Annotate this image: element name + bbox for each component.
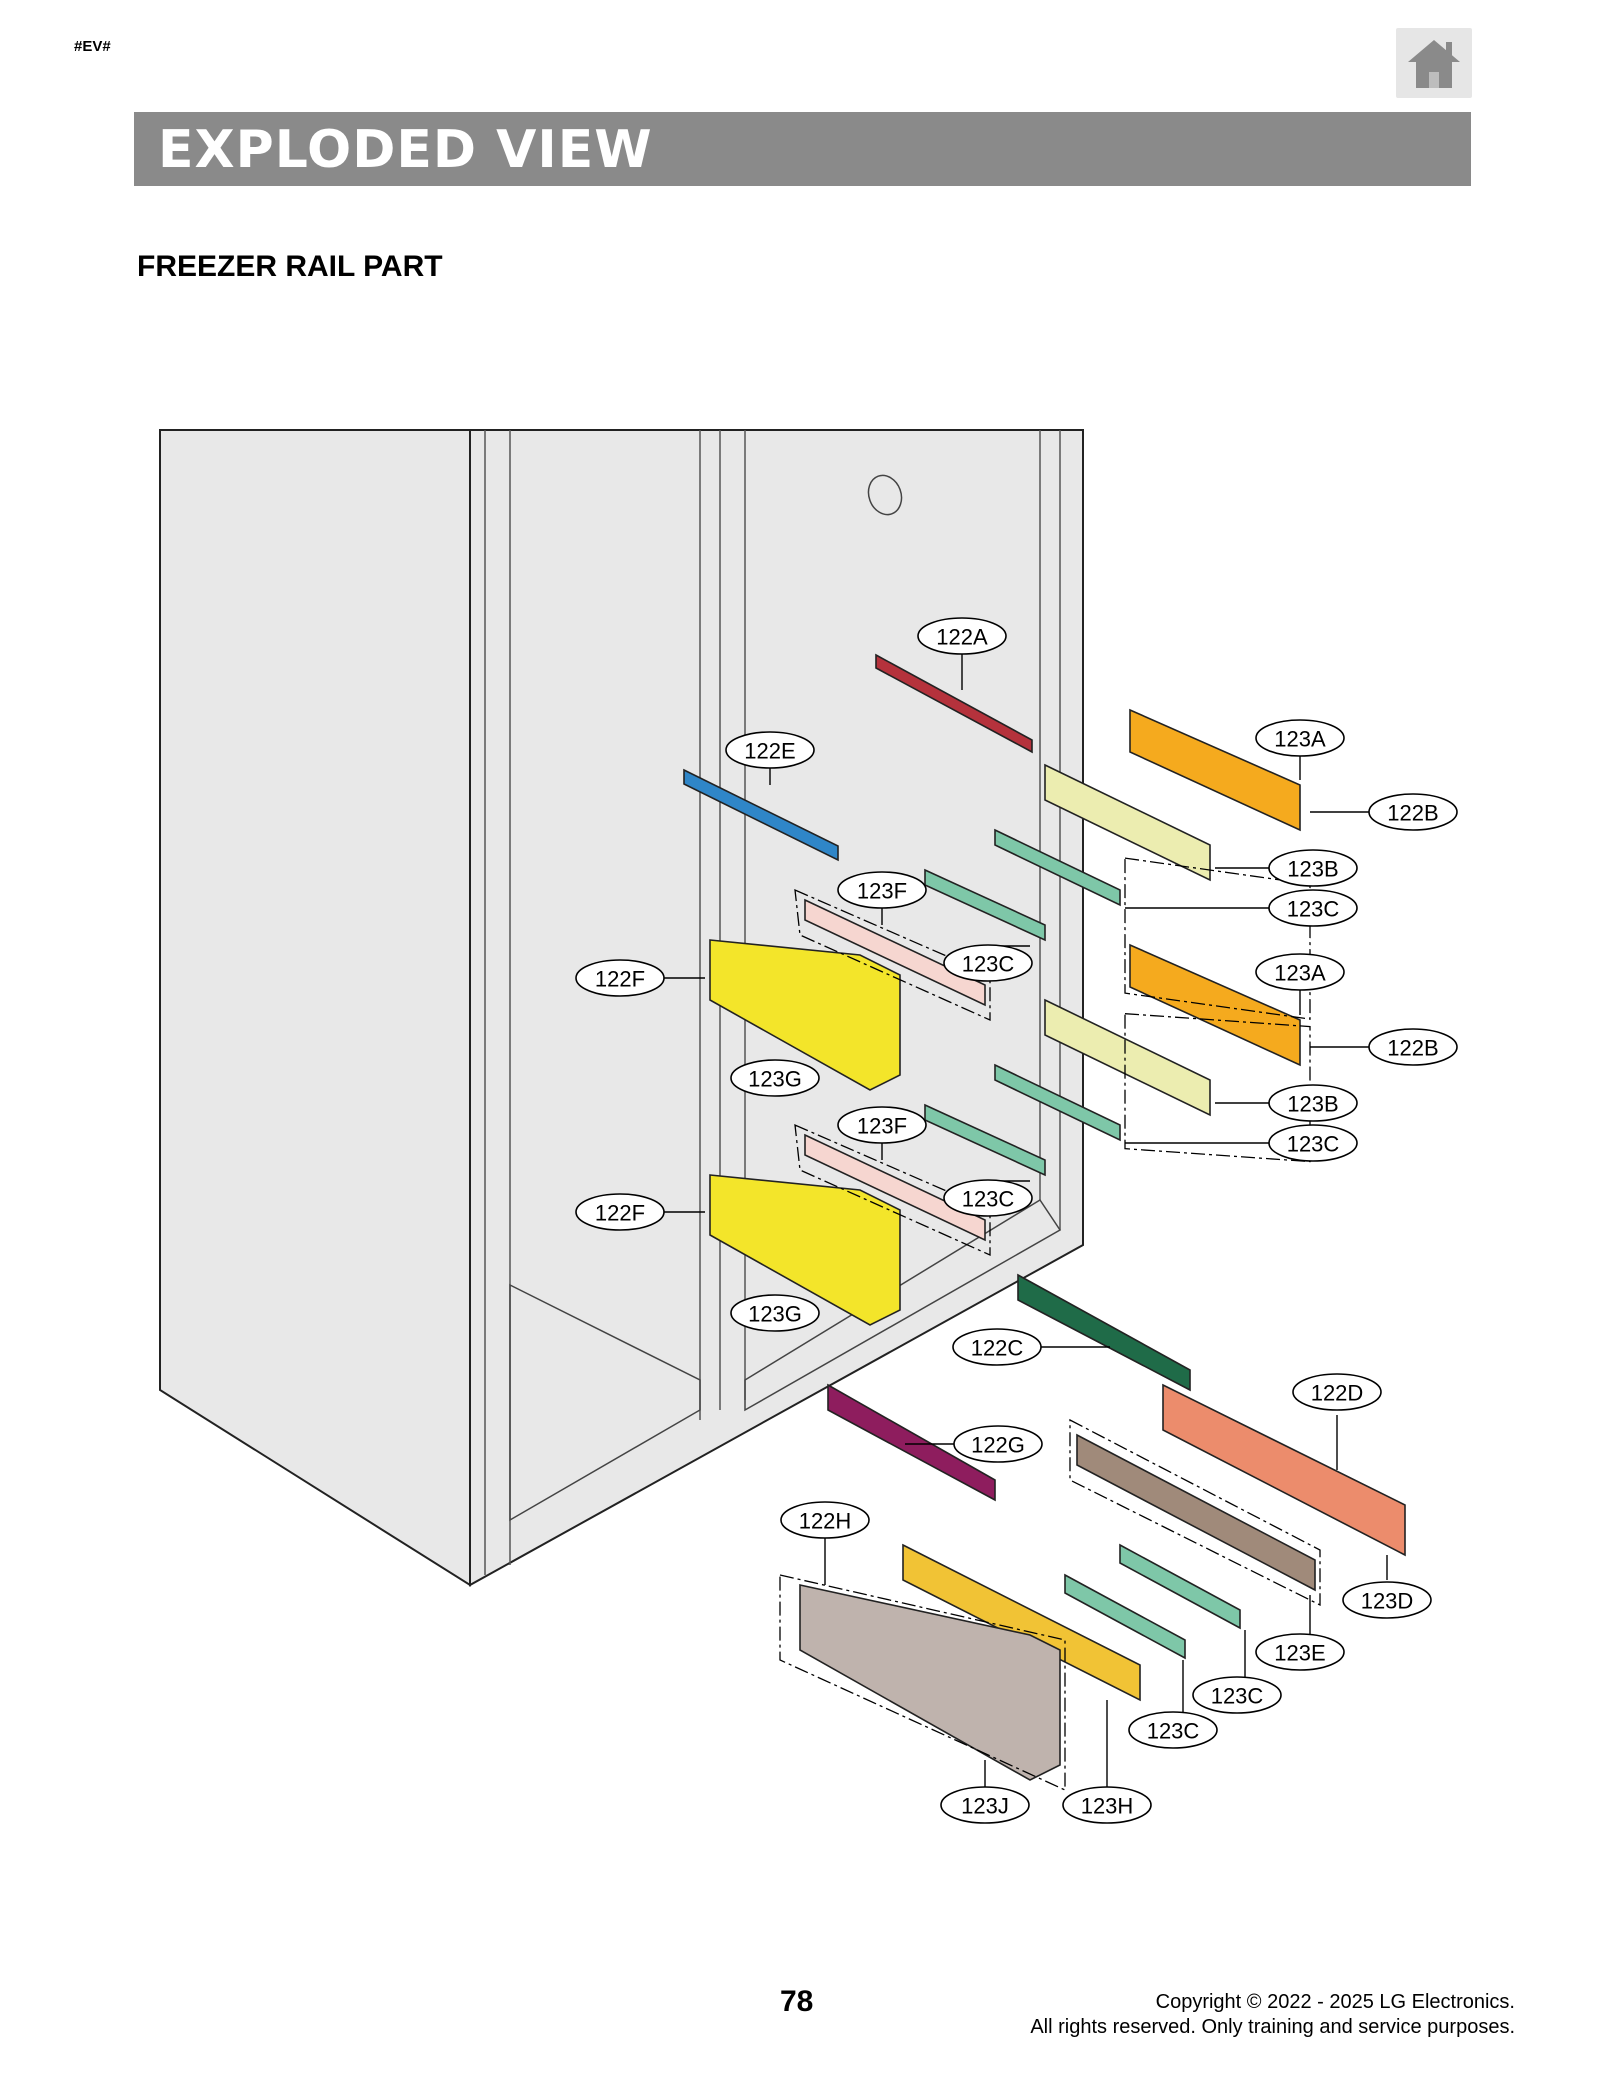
callout-123B-upper: 123B <box>1268 849 1358 887</box>
part-122H <box>799 1584 1061 1781</box>
callout-122D: 122D <box>1292 1373 1382 1411</box>
part-122D <box>1162 1383 1406 1557</box>
part-122E <box>683 768 839 862</box>
svg-text:122F: 122F <box>595 967 645 992</box>
home-button[interactable] <box>1396 28 1472 98</box>
document-tag: #EV# <box>74 38 111 55</box>
part-122F-upper <box>709 939 901 1091</box>
part-123A-lower <box>1129 943 1301 1067</box>
svg-text:122A: 122A <box>936 625 988 650</box>
svg-text:123C: 123C <box>962 952 1015 977</box>
callout-123C-3: 123C <box>1268 1124 1358 1162</box>
part-122B-lower <box>1044 998 1211 1117</box>
part-123C-a <box>994 828 1121 907</box>
svg-text:123C: 123C <box>962 1187 1015 1212</box>
copyright-line-2: All rights reserved. Only training and s… <box>1030 2016 1515 2038</box>
callout-123E: 123E <box>1255 1633 1345 1671</box>
part-122G <box>827 1383 996 1502</box>
svg-text:122B: 122B <box>1387 1036 1438 1061</box>
copyright-notice: Copyright © 2022 - 2025 LG Electronics. … <box>1030 1990 1515 2040</box>
callout-122G: 122G <box>953 1425 1043 1463</box>
part-122B-upper <box>1044 763 1211 882</box>
callout-123C-2: 123C <box>943 944 1033 982</box>
callout-123D: 123D <box>1342 1581 1432 1619</box>
callout-123A-lower: 123A <box>1255 953 1345 991</box>
part-123C-b <box>924 868 1046 942</box>
svg-text:123B: 123B <box>1287 1092 1338 1117</box>
home-icon <box>1408 40 1460 88</box>
svg-text:122B: 122B <box>1387 801 1438 826</box>
refrigerator-cabinet <box>159 429 1084 1587</box>
part-122C <box>1017 1273 1191 1392</box>
svg-text:123E: 123E <box>1274 1641 1325 1666</box>
page-subtitle: FREEZER RAIL PART <box>137 250 443 283</box>
callout-123F-lower: 123F <box>837 1106 927 1144</box>
copyright-line-1: Copyright © 2022 - 2025 LG Electronics. <box>1155 1991 1515 2013</box>
svg-text:123C: 123C <box>1147 1719 1200 1744</box>
banner-title: EXPLODED VIEW <box>158 120 653 180</box>
svg-text:122C: 122C <box>971 1336 1024 1361</box>
callout-122F-lower: 122F <box>575 1193 665 1231</box>
svg-text:123H: 123H <box>1081 1794 1134 1819</box>
svg-text:123A: 123A <box>1274 727 1326 752</box>
callout-123G-upper: 123G <box>730 1059 820 1097</box>
svg-text:123C: 123C <box>1287 897 1340 922</box>
part-122F-lower <box>709 1174 901 1326</box>
svg-text:123D: 123D <box>1361 1589 1414 1614</box>
svg-text:123G: 123G <box>748 1302 802 1327</box>
callout-123C-5: 123C <box>1192 1676 1282 1714</box>
callout-123C-1: 123C <box>1268 889 1358 927</box>
svg-text:123B: 123B <box>1287 857 1338 882</box>
callout-123F-upper: 123F <box>837 871 927 909</box>
callout-122A: 122A <box>917 617 1007 655</box>
page-number: 78 <box>780 1985 814 2018</box>
svg-text:123J: 123J <box>961 1794 1009 1819</box>
callout-123C-4: 123C <box>943 1179 1033 1217</box>
callout-123C-6: 123C <box>1128 1711 1218 1749</box>
callout-123B-lower: 123B <box>1268 1084 1358 1122</box>
callout-123H: 123H <box>1062 1786 1152 1824</box>
part-123F-lower <box>804 1133 986 1242</box>
part-123C-f <box>1064 1573 1186 1660</box>
svg-text:123C: 123C <box>1211 1684 1264 1709</box>
svg-text:122F: 122F <box>595 1201 645 1226</box>
svg-text:122H: 122H <box>799 1509 852 1534</box>
svg-text:123G: 123G <box>748 1067 802 1092</box>
part-123E <box>1076 1433 1316 1592</box>
svg-text:122E: 122E <box>744 739 795 764</box>
callout-123G-lower: 123G <box>730 1294 820 1332</box>
part-123H <box>902 1543 1141 1702</box>
part-123A-upper <box>1129 708 1301 832</box>
callout-122B-upper: 122B <box>1368 793 1458 831</box>
part-123C-e <box>1119 1543 1241 1630</box>
callout-122H: 122H <box>780 1501 870 1539</box>
section-banner: EXPLODED VIEW <box>134 112 1471 186</box>
svg-text:122G: 122G <box>971 1433 1025 1458</box>
part-122A <box>875 653 1033 754</box>
svg-text:123F: 123F <box>857 879 907 904</box>
svg-text:123F: 123F <box>857 1114 907 1139</box>
callout-122B-lower: 122B <box>1368 1028 1458 1066</box>
part-123C-c <box>994 1063 1121 1142</box>
svg-text:123A: 123A <box>1274 961 1326 986</box>
svg-text:123C: 123C <box>1287 1132 1340 1157</box>
part-123C-d <box>924 1103 1046 1177</box>
parts <box>683 653 1406 1781</box>
part-123F-upper <box>804 898 986 1007</box>
svg-text:122D: 122D <box>1311 1381 1364 1406</box>
callout-122E: 122E <box>725 731 815 769</box>
callout-122C: 122C <box>952 1328 1042 1366</box>
callout-123J: 123J <box>940 1786 1030 1824</box>
callout-122F-upper: 122F <box>575 959 665 997</box>
callout-123A-upper: 123A <box>1255 719 1345 757</box>
